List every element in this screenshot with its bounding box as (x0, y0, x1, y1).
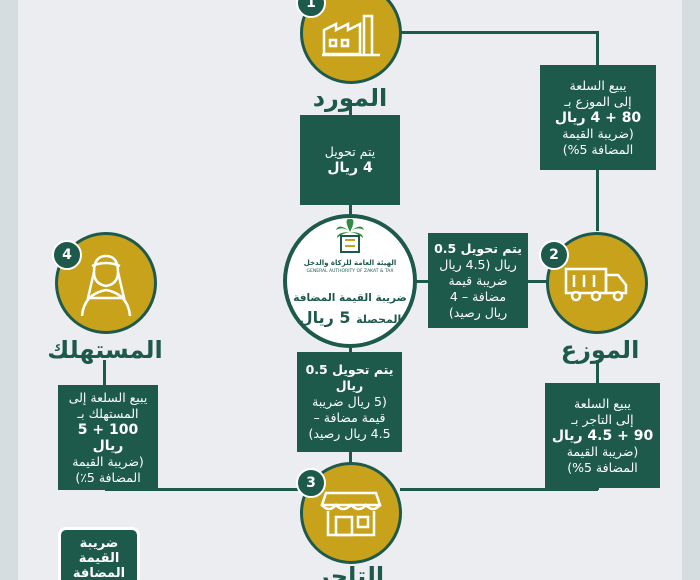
supplier-transfer-line1: يتم تحويل (324, 144, 376, 159)
center-collected-label: المحصلة (356, 313, 402, 326)
distributor-sale-line1: يبيع السلعة (574, 395, 631, 411)
retailer-transfer-line2: ريال (335, 378, 364, 393)
distributor-sale-price: 90 + 4.5 ريال (551, 427, 654, 444)
distributor-transfer-line1: يتم تحويل 0.5 (434, 240, 522, 256)
center-vat-label: ضريبة القيمة المضافة (293, 292, 407, 304)
corner-logo-line2: القيمة (78, 551, 120, 566)
distributor-sale-line4: (ضريبة القيمة (566, 443, 639, 459)
retailer-sale-line2: المستهلك بـ (77, 405, 139, 421)
retailer-sale-line1: يبيع السلعة إلى (68, 389, 148, 405)
consumer-step-badge: 4 (52, 240, 82, 270)
person-icon (80, 254, 132, 316)
retailer-transfer-line4: قيمة مضافة – (313, 410, 386, 425)
corner-logo-line3: المضافة (72, 566, 126, 580)
retailer-step-badge: 3 (296, 468, 326, 498)
retailer-transfer-box: يتم تحويل 0.5 ريال (5 ريال ضريبة قيمة مض… (297, 352, 402, 452)
supplier-transfer-amount: 4 ريال (327, 160, 373, 176)
retailer-transfer-line3: (5 ريال ضريبة (312, 394, 387, 409)
truck-icon (564, 267, 628, 302)
retailer-sale-line5: المضافة 5٪) (75, 469, 141, 485)
distributor-transfer-line2: ريال (4.5 ريال (439, 256, 517, 272)
palm-logo-icon (336, 218, 364, 253)
retailer-sale-price: 100 + 5 ريال (77, 421, 139, 454)
retailer-label: التاجر (315, 562, 385, 580)
distributor-sale-line5: المضافة 5%) (567, 459, 638, 475)
retailer-sale-line4: (ضريبة القيمة (72, 453, 144, 469)
center-logo-english: GENERAL AUTHORITY OF ZAKAT & TAX (306, 269, 394, 274)
center-logo-arabic: الهيئة العامة للزكاة والدخل (303, 259, 397, 267)
store-icon (320, 491, 382, 537)
distributor-label: الموزع (560, 336, 640, 364)
retailer-sale-box: يبيع السلعة إلى المستهلك بـ 100 + 5 ريال… (58, 385, 158, 490)
distributor-step-badge: 2 (539, 240, 569, 270)
supplier-sale-line1: يبيع السلعة (569, 77, 627, 93)
factory-icon (322, 14, 380, 57)
distributor-sale-line2: إلى التاجر بـ (571, 411, 634, 427)
supplier-sale-box: يبيع السلعة إلى الموزع بـ 80 + 4 ريال (ض… (540, 65, 656, 170)
distributor-transfer-line3: ضريبة قيمة (448, 272, 508, 288)
retailer-transfer-line5: 4.5 ريال رصيد) (308, 426, 391, 441)
retailer-transfer-line1: يتم تحويل 0.5 (305, 362, 394, 377)
supplier-transfer-box: يتم تحويل 4 ريال (300, 115, 400, 205)
supplier-label: المورد (312, 84, 388, 112)
distributor-transfer-box: يتم تحويل 0.5 ريال (4.5 ريال ضريبة قيمة … (428, 233, 528, 328)
supplier-sale-line4: (ضريبة القيمة (562, 125, 634, 141)
distributor-transfer-line4: مضافة – 4 (449, 288, 507, 304)
vat-corner-logo: ضريبة القيمة المضافة (58, 527, 140, 580)
supplier-sale-line2: إلى الموزع بـ (564, 93, 632, 109)
distributor-transfer-line5: ريال رصيد) (448, 304, 508, 320)
line-bottom-right (400, 488, 598, 491)
supplier-sale-line5: المضافة 5%) (562, 141, 634, 157)
consumer-label: المستهلك (47, 336, 163, 364)
corner-logo-line1: ضريبة (79, 536, 119, 551)
center-collected-row: المحصلة 5 ريال (288, 308, 412, 327)
line-top (400, 31, 598, 34)
supplier-sale-price: 80 + 4 ريال (554, 109, 642, 126)
center-collected-amount: 5 ريال (298, 308, 351, 327)
distributor-sale-box: يبيع السلعة إلى التاجر بـ 90 + 4.5 ريال … (545, 383, 660, 488)
line-bottom-left (105, 488, 305, 491)
